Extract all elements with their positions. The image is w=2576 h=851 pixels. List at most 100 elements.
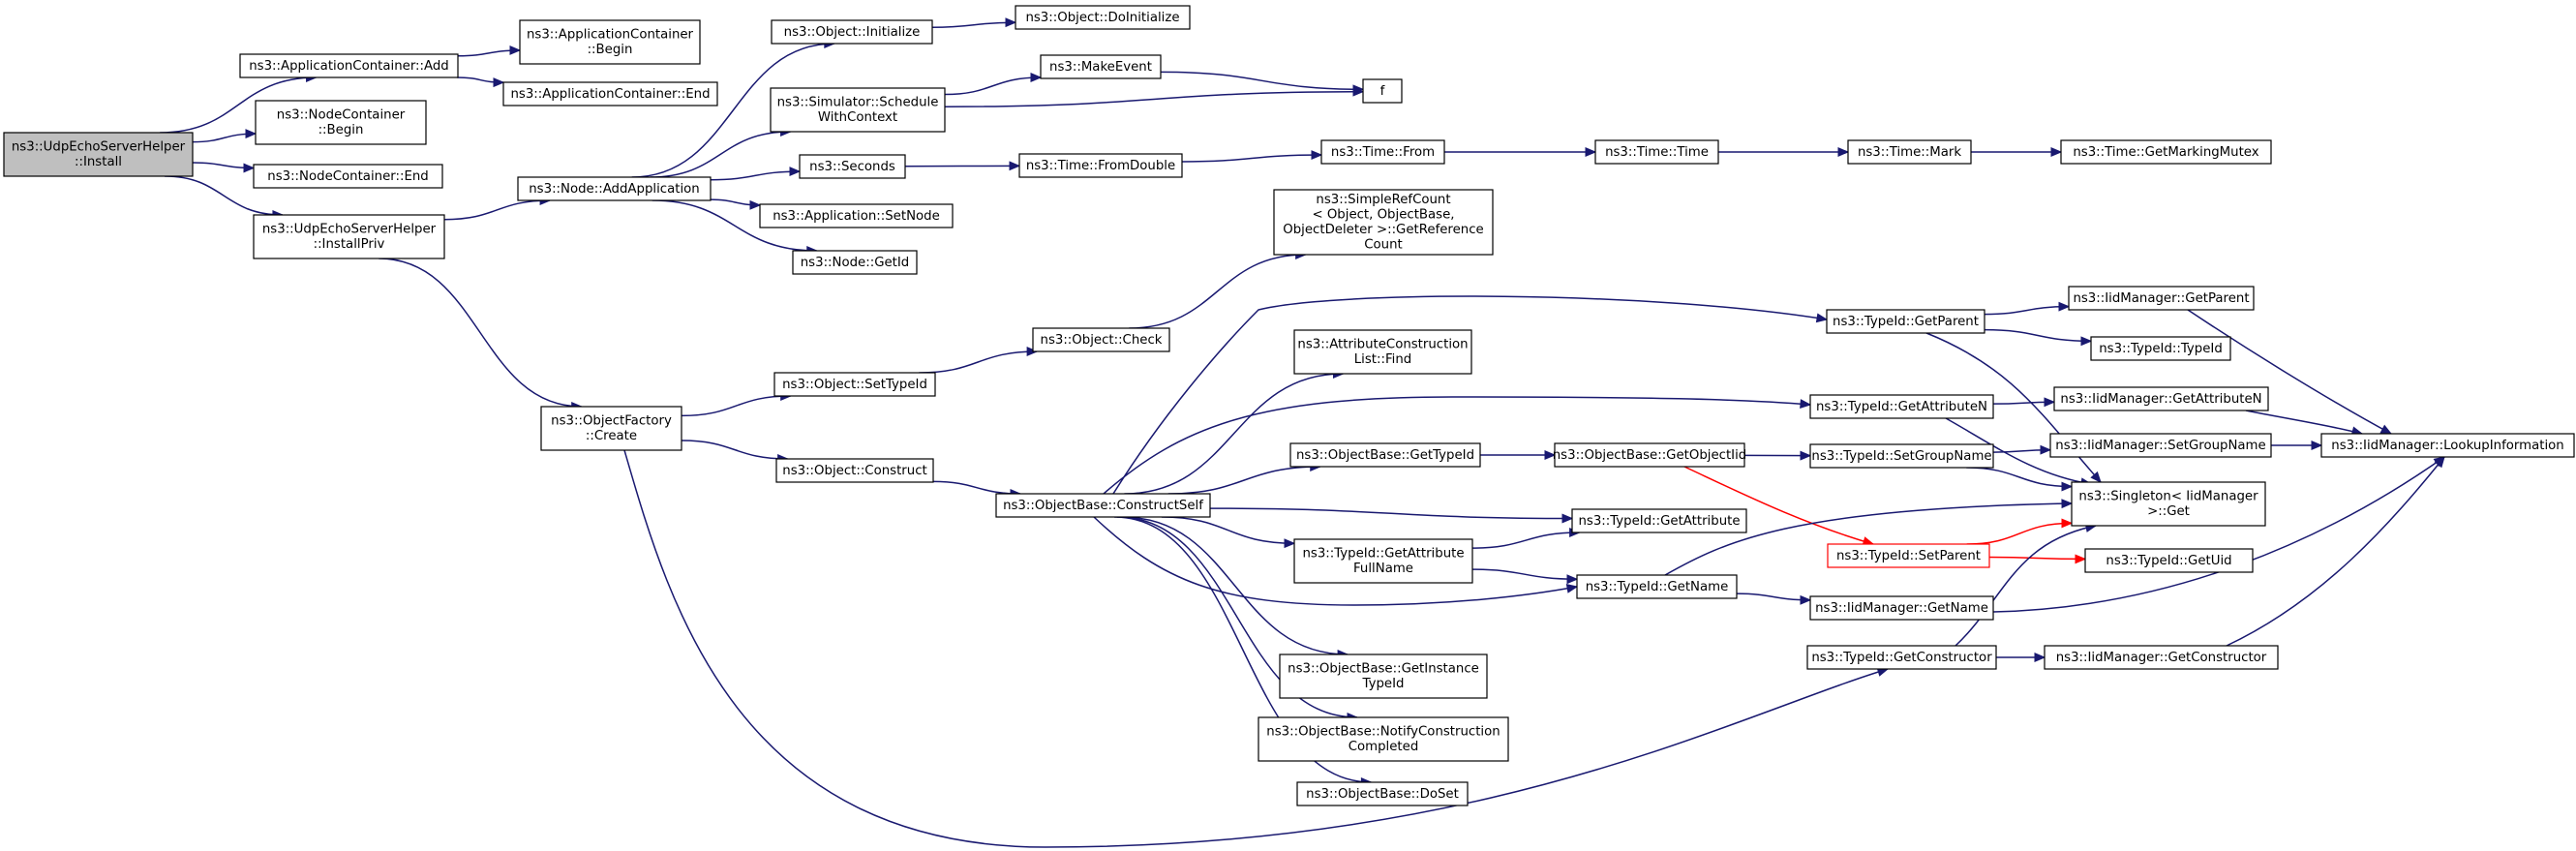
node-typeid-getattribute[interactable]: ns3::TypeId::GetAttribute bbox=[1571, 508, 1747, 533]
edge-line bbox=[1988, 556, 2086, 561]
node-typeid-setparent[interactable]: ns3::TypeId::SetParent bbox=[1827, 543, 1990, 568]
node-box bbox=[1806, 645, 1997, 670]
node-iidmgr-getname[interactable]: ns3::IidManager::GetName bbox=[1809, 595, 1994, 621]
node-box bbox=[2320, 433, 2575, 458]
node-label-line: ns3::Simulator::Schedule bbox=[777, 96, 939, 110]
node-label-line: ns3::TypeId::GetUid bbox=[2106, 554, 2231, 568]
arrowhead-icon bbox=[1030, 73, 1043, 82]
node-typeid-getuid[interactable]: ns3::TypeId::GetUid bbox=[2084, 548, 2254, 573]
edge-objbase-gettypeid-to-objbase-getobjectiid bbox=[1480, 450, 1557, 460]
node-box bbox=[253, 214, 445, 259]
node-box bbox=[1015, 5, 1191, 30]
node-objbase-notifyconst[interactable]: ns3::ObjectBase::NotifyConstructionCompl… bbox=[1258, 716, 1509, 762]
node-objfactory-create[interactable]: ns3::ObjectFactory::Create bbox=[540, 406, 682, 451]
edge-udp-install-to-nodecont-begin bbox=[192, 129, 258, 143]
arrowhead-icon bbox=[1544, 450, 1557, 460]
node-obj-construct[interactable]: ns3::Object::Construct bbox=[775, 458, 934, 483]
edge-typeid-getname-to-iidmgr-getname bbox=[1736, 593, 1812, 605]
node-udp-install[interactable]: ns3::UdpEchoServerHelper::Install bbox=[3, 132, 194, 177]
node-label-line: >::Get bbox=[2147, 504, 2190, 519]
node-obj-check[interactable]: ns3::Object::Check bbox=[1032, 327, 1170, 352]
node-label-line: ns3::Time::From bbox=[1331, 145, 1435, 160]
node-box bbox=[1847, 139, 1972, 165]
node-typeid-getparent[interactable]: ns3::TypeId::GetParent bbox=[1826, 309, 1985, 334]
node-box bbox=[1296, 781, 1469, 806]
edge-line bbox=[681, 440, 788, 460]
node-label-line: ns3::ObjectBase::GetTypeId bbox=[1296, 448, 1474, 463]
edge-line bbox=[1925, 332, 2102, 483]
node-time-fromdouble[interactable]: ns3::Time::FromDouble bbox=[1018, 153, 1183, 178]
edge-udp-installpriv-to-objfactory-create bbox=[379, 258, 583, 411]
node-typeid-getattributen[interactable]: ns3::TypeId::GetAttributeN bbox=[1809, 394, 1994, 419]
node-singleton-get[interactable]: ns3::Singleton< IidManager>::Get bbox=[2071, 481, 2266, 527]
node-object-initialize[interactable]: ns3::Object::Initialize bbox=[771, 19, 933, 45]
node-time-getmarkingmutex[interactable]: ns3::Time::GetMarkingMutex bbox=[2060, 139, 2272, 165]
node-appcont-end[interactable]: ns3::ApplicationContainer::End bbox=[502, 81, 718, 106]
node-udp-installpriv[interactable]: ns3::UdpEchoServerHelper::InstallPriv bbox=[253, 214, 445, 259]
node-objbase-constructself[interactable]: ns3::ObjectBase::ConstructSelf bbox=[995, 493, 1211, 518]
node-simplerefcount[interactable]: ns3::SimpleRefCount< Object, ObjectBase,… bbox=[1273, 189, 1494, 256]
edge-udp-install-to-nodecont-end bbox=[192, 162, 256, 173]
node-box bbox=[1809, 595, 1994, 621]
node-typeid-getconstructor[interactable]: ns3::TypeId::GetConstructor bbox=[1806, 645, 1997, 670]
node-box bbox=[771, 19, 933, 45]
node-makeevent[interactable]: ns3::MakeEvent bbox=[1040, 54, 1162, 79]
edge-line bbox=[931, 21, 1016, 28]
node-iidmgr-setgroupname[interactable]: ns3::IidManager::SetGroupName bbox=[2049, 433, 2272, 458]
node-box bbox=[759, 203, 954, 228]
edge-obj-check-to-simplerefcount bbox=[1129, 250, 1307, 329]
arrowhead-icon bbox=[2434, 455, 2445, 469]
node-appcont-begin[interactable]: ns3::ApplicationContainer::Begin bbox=[519, 19, 701, 65]
node-iidmgr-getparent[interactable]: ns3::IidManager::GetParent bbox=[2068, 286, 2255, 311]
node-label-line: ns3::TypeId::GetParent bbox=[1833, 315, 1979, 329]
nodes-layer: ns3::UdpEchoServerHelper::Installns3::Ap… bbox=[3, 5, 2575, 806]
node-label-line: ns3::MakeEvent bbox=[1049, 60, 1152, 75]
node-box bbox=[792, 250, 918, 275]
edge-sim-schedule-to-makeevent bbox=[944, 73, 1043, 96]
node-label-line: ns3::ApplicationContainer::End bbox=[510, 87, 710, 102]
edge-line bbox=[2245, 410, 2363, 435]
node-time-time[interactable]: ns3::Time::Time bbox=[1594, 139, 1719, 165]
node-typeid-getname[interactable]: ns3::TypeId::GetName bbox=[1576, 574, 1738, 599]
edge-seconds-to-time-fromdouble bbox=[904, 161, 1021, 171]
node-box bbox=[2090, 336, 2231, 361]
edge-line bbox=[1161, 516, 1295, 544]
node-objbase-gettypeid[interactable]: ns3::ObjectBase::GetTypeId bbox=[1289, 442, 1481, 468]
node-typeid-setgroupname[interactable]: ns3::TypeId::SetGroupName bbox=[1809, 443, 1994, 469]
node-iidmgr-getattributen[interactable]: ns3::IidManager::GetAttributeN bbox=[2053, 386, 2269, 411]
node-node-addapp[interactable]: ns3::Node::AddApplication bbox=[517, 176, 712, 201]
node-nodecont-begin[interactable]: ns3::NodeContainer::Begin bbox=[255, 100, 427, 145]
node-box bbox=[519, 19, 701, 65]
node-obj-doinitialize[interactable]: ns3::Object::DoInitialize bbox=[1015, 5, 1191, 30]
node-label-line: ns3::Singleton< IidManager bbox=[2078, 490, 2258, 504]
node-label-line: ns3::IidManager::GetConstructor bbox=[2056, 651, 2267, 665]
edge-line bbox=[1124, 373, 1344, 495]
node-node-getid[interactable]: ns3::Node::GetId bbox=[792, 250, 918, 275]
node-label-line: ns3::ObjectBase::DoSet bbox=[1306, 787, 1459, 802]
edge-typeid-getattributen-to-iidmgr-getattributen bbox=[1992, 397, 2056, 408]
node-typeid-typeid[interactable]: ns3::TypeId::TypeId bbox=[2090, 336, 2231, 361]
node-time-from[interactable]: ns3::Time::From bbox=[1320, 139, 1445, 165]
node-app-setnode[interactable]: ns3::Application::SetNode bbox=[759, 203, 954, 228]
edge-objbase-constructself-to-objbase-getinstancetypeid bbox=[1122, 516, 1349, 659]
edge-line bbox=[944, 76, 1042, 96]
node-time-mark[interactable]: ns3::Time::Mark bbox=[1847, 139, 1972, 165]
arrowhead-icon bbox=[245, 129, 258, 139]
edge-line bbox=[623, 449, 1889, 848]
edge-line bbox=[1116, 516, 1358, 718]
node-iidmgr-lookupinfo[interactable]: ns3::IidManager::LookupInformation bbox=[2320, 433, 2575, 458]
node-appcont-add[interactable]: ns3::ApplicationContainer::Add bbox=[239, 53, 459, 78]
node-objbase-doset[interactable]: ns3::ObjectBase::DoSet bbox=[1296, 781, 1469, 806]
arrowhead-icon bbox=[2040, 444, 2052, 455]
node-obj-settypeid[interactable]: ns3::Object::SetTypeId bbox=[773, 372, 936, 397]
node-objbase-getobjectiid[interactable]: ns3::ObjectBase::GetObjectIid bbox=[1553, 442, 1746, 468]
node-iidmgr-getconstructor[interactable]: ns3::IidManager::GetConstructor bbox=[2044, 645, 2279, 670]
node-seconds[interactable]: ns3::Seconds bbox=[799, 154, 906, 179]
node-f[interactable]: f bbox=[1362, 78, 1403, 104]
node-label-line: FullName bbox=[1353, 562, 1413, 576]
node-nodecont-end[interactable]: ns3::NodeContainer::End bbox=[253, 164, 443, 189]
